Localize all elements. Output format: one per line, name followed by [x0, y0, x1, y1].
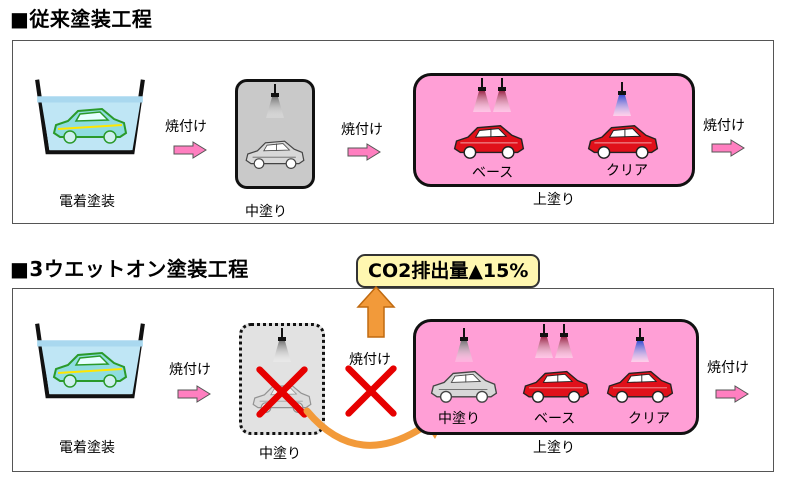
bake-label-1: 焼付け: [169, 362, 211, 378]
car-red-icon: [450, 120, 528, 162]
spray-gun-icon: [554, 324, 574, 358]
co2-reduction-callout: CO2排出量▲15%: [356, 254, 541, 288]
bake-label-3: 焼付け: [707, 360, 749, 376]
spray-gun-icon: [472, 78, 492, 112]
orange-up-arrow-icon: [356, 285, 396, 338]
edp-label: 電着塗装: [59, 440, 115, 456]
flow-arrow-icon: [347, 143, 381, 161]
removed-mid-coat-booth: [239, 323, 325, 435]
spray-gun-icon: [612, 82, 632, 116]
clear-label: クリア: [606, 163, 648, 179]
three-wet-title: ■3ウエットオン塗装工程: [10, 257, 249, 281]
mid-coat-label: 中塗り: [438, 411, 480, 427]
conventional-panel: 電着塗装 焼付け 中塗り 焼付け ベース クリア 上塗り 焼付け: [12, 40, 774, 224]
conventional-title: ■従来塗装工程: [10, 7, 153, 31]
bake-label-1: 焼付け: [165, 119, 207, 135]
car-red-icon: [520, 366, 592, 406]
car-body-icon: [50, 347, 130, 391]
spray-gun-icon: [265, 84, 285, 118]
spray-gun-icon: [492, 78, 512, 112]
top-coat-booth: 中塗り ベース クリア: [413, 319, 699, 435]
bake-label-3: 焼付け: [703, 118, 745, 134]
spray-gun-icon: [534, 324, 554, 358]
car-gray-icon: [428, 366, 500, 406]
flow-arrow-icon: [177, 385, 211, 403]
removed-mid-coat-label: 中塗り: [259, 446, 301, 462]
three-wet-panel: 電着塗装 焼付け 中塗り 焼付け 中塗り ベース クリア 上塗り 焼付け: [12, 285, 774, 472]
removed-bake-label: 焼付け: [349, 352, 391, 368]
mid-coat-booth: [235, 79, 315, 189]
edp-label: 電着塗装: [59, 194, 115, 210]
edp-tank: [33, 75, 147, 159]
mid-coat-label: 中塗り: [245, 204, 287, 220]
flow-arrow-icon: [715, 385, 749, 403]
spray-gun-icon: [272, 328, 292, 362]
top-coat-label: 上塗り: [533, 440, 575, 456]
car-red-icon: [584, 120, 662, 162]
flow-arrow-icon: [173, 141, 207, 159]
spray-gun-icon: [630, 328, 650, 362]
top-coat-label: 上塗り: [533, 192, 575, 208]
base-label: ベース: [472, 165, 514, 181]
car-body-icon: [50, 103, 130, 147]
clear-label: クリア: [628, 411, 670, 427]
car-gray-icon: [243, 136, 307, 172]
top-coat-booth: ベース クリア: [413, 73, 695, 187]
car-red-icon: [604, 366, 676, 406]
base-label: ベース: [534, 411, 576, 427]
spray-gun-icon: [454, 328, 474, 362]
edp-tank: [33, 319, 147, 403]
bake-label-2: 焼付け: [341, 122, 383, 138]
flow-arrow-icon: [711, 139, 745, 157]
